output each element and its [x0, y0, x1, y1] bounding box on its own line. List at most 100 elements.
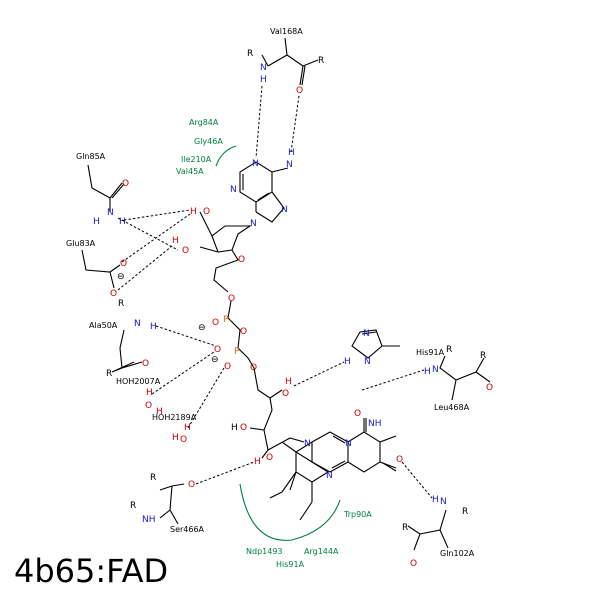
atom-ho-ribityl-b: H — [231, 423, 238, 433]
atom-n-val168: N — [260, 63, 267, 73]
atom-p1: P — [223, 315, 229, 325]
atom-n-his91-a: N — [363, 329, 370, 339]
atom-o-p2c: O — [250, 363, 257, 373]
residue-glu83: Glu83A O ⊖ O — [66, 239, 127, 299]
label-arg84: Arg84A — [189, 118, 219, 127]
label-val168: Val168A — [270, 27, 303, 36]
atom-minus-glu83: ⊖ — [117, 272, 125, 282]
atom-h-hoh2007-a: H — [146, 388, 153, 398]
label-hoh2007: HOH2007A — [116, 377, 161, 386]
residue-ala50: Ala50A R N H O R — [89, 299, 157, 379]
label-his91: His91A — [416, 348, 445, 357]
atom-h-gln102: H — [432, 495, 439, 505]
label-ala50: Ala50A — [89, 321, 118, 330]
atom-o-ala50: O — [142, 359, 149, 369]
atom-r-gln102-b: R — [402, 523, 408, 533]
atom-o2: O — [203, 207, 210, 217]
atom-nh-ala50: N — [134, 319, 141, 329]
atom-nh-ser466: NH — [142, 515, 156, 525]
residue-his91: N N H His91A — [344, 329, 445, 367]
isoalloxazine-ring: N N O NH O N — [269, 409, 403, 521]
residue-leu468: R N H R O Leu468A — [424, 345, 493, 412]
atom-n3-adenine: N — [230, 185, 237, 195]
atom-o-ribityl-a: O — [282, 389, 289, 399]
label-gln85: Gln85A — [76, 152, 106, 161]
atom-minus-p2: ⊖ — [211, 355, 219, 365]
atom-o-ribityl-b: O — [240, 423, 247, 433]
atom-n-leu468: N — [432, 365, 439, 375]
atom-h-gln85: H — [93, 217, 100, 227]
atom-h-his91: H — [344, 357, 351, 367]
atom-h-nh2-adenine: H — [288, 148, 295, 158]
label-val45: Val45A — [176, 167, 204, 176]
atom-r-gln102-a: R — [462, 507, 468, 517]
atom-n-gln85: N — [107, 208, 114, 218]
atom-o-gln85: O — [122, 179, 129, 189]
label-his91b: His91A — [276, 560, 305, 569]
atom-o-ribose-ring: O — [238, 255, 245, 265]
atom-r-ser466-a: R — [150, 473, 156, 483]
water-hoh2007: HOH2007A H O H — [116, 377, 163, 417]
atom-r-leu468-b: R — [480, 351, 486, 361]
atom-h-hoh2189-b: H — [172, 433, 179, 443]
atom-r-ser466-b: R — [130, 501, 136, 511]
atom-h-ribityl-c: H — [254, 457, 261, 467]
label-hoh2189: HOH2189A — [152, 413, 197, 422]
adenine-ring: N N N N N H — [230, 148, 295, 229]
label-leu468: Leu468A — [434, 403, 470, 412]
atom-o4-flavin: O — [396, 455, 403, 465]
atom-n9-adenine: N — [250, 219, 257, 229]
water-hoh2189: HOH2189A H H O — [152, 413, 197, 445]
ribose-ring: O H O H O O — [172, 207, 252, 304]
hydrogen-bonds — [117, 85, 433, 499]
atom-o2-glu83: O — [110, 289, 117, 299]
diphosphate: P O ⊖ O P O O ⊖ O — [198, 300, 257, 373]
atom-o-ribityl-c: O — [266, 453, 273, 463]
atom-o5: O — [228, 294, 235, 304]
atom-o2-flavin: O — [354, 409, 361, 419]
atom-o-gln102: O — [410, 559, 417, 569]
label-ndp1493: Ndp1493 — [246, 547, 283, 556]
atom-n-gln102: N — [440, 497, 447, 507]
atom-o1-glu83: O — [120, 259, 127, 269]
atom-o-val168: O — [296, 86, 303, 96]
ribityl-chain: O H H O O H — [231, 367, 305, 467]
atom-r-ala50-a: R — [118, 299, 124, 309]
label-glu83: Glu83A — [66, 239, 96, 248]
atom-o-hoh2007: O — [145, 401, 152, 411]
atom-h-hoh2189-a: H — [184, 423, 191, 433]
residue-ser466: R O R NH Ser466A — [130, 473, 205, 534]
atom-n10-flavin: N — [304, 439, 311, 449]
residue-gln102: N H R R O Gln102A — [402, 495, 475, 569]
residue-val168: Val168A R R N H O — [247, 27, 324, 96]
hydrophobic-contacts: Arg84A Gly46A Ile210A Val45A Trp90A Ndp1… — [176, 118, 372, 569]
atom-o-p2a: O — [214, 345, 221, 355]
atom-o3: O — [182, 246, 189, 256]
atom-h-hoh2007-b: H — [156, 407, 163, 417]
atom-h-ribityl-a: H — [285, 377, 292, 387]
atom-n1-adenine: N — [252, 159, 259, 169]
atom-n1-flavin: N — [345, 439, 352, 449]
atom-n7-adenine: N — [281, 205, 288, 215]
atom-r-ala50-b: R — [106, 369, 112, 379]
atom-h-val168: H — [260, 75, 267, 85]
label-gln102: Gln102A — [440, 549, 475, 558]
atom-h-leu468: H — [424, 367, 431, 377]
atom-minus-p1: ⊖ — [198, 323, 206, 333]
atom-r-leu468-a: R — [446, 345, 452, 355]
label-gly46: Gly46A — [194, 137, 223, 146]
label-arg144: Arg144A — [304, 547, 339, 556]
atom-n5-flavin: N — [326, 471, 333, 481]
atom-o-hoh2189: O — [180, 435, 187, 445]
atom-o-leu468: O — [486, 383, 493, 393]
atom-o-ser466: O — [188, 480, 195, 490]
atom-h-ala50: H — [150, 322, 157, 332]
label-trp90: Trp90A — [343, 510, 372, 519]
atom-h2-gln85: H — [119, 217, 126, 227]
atom-r-val168-b: R — [318, 56, 324, 66]
label-ser466: Ser466A — [170, 525, 205, 534]
atom-nh3-flavin: NH — [368, 419, 382, 429]
atom-n-his91-b: N — [364, 357, 371, 367]
atom-h-o2: H — [190, 207, 197, 217]
